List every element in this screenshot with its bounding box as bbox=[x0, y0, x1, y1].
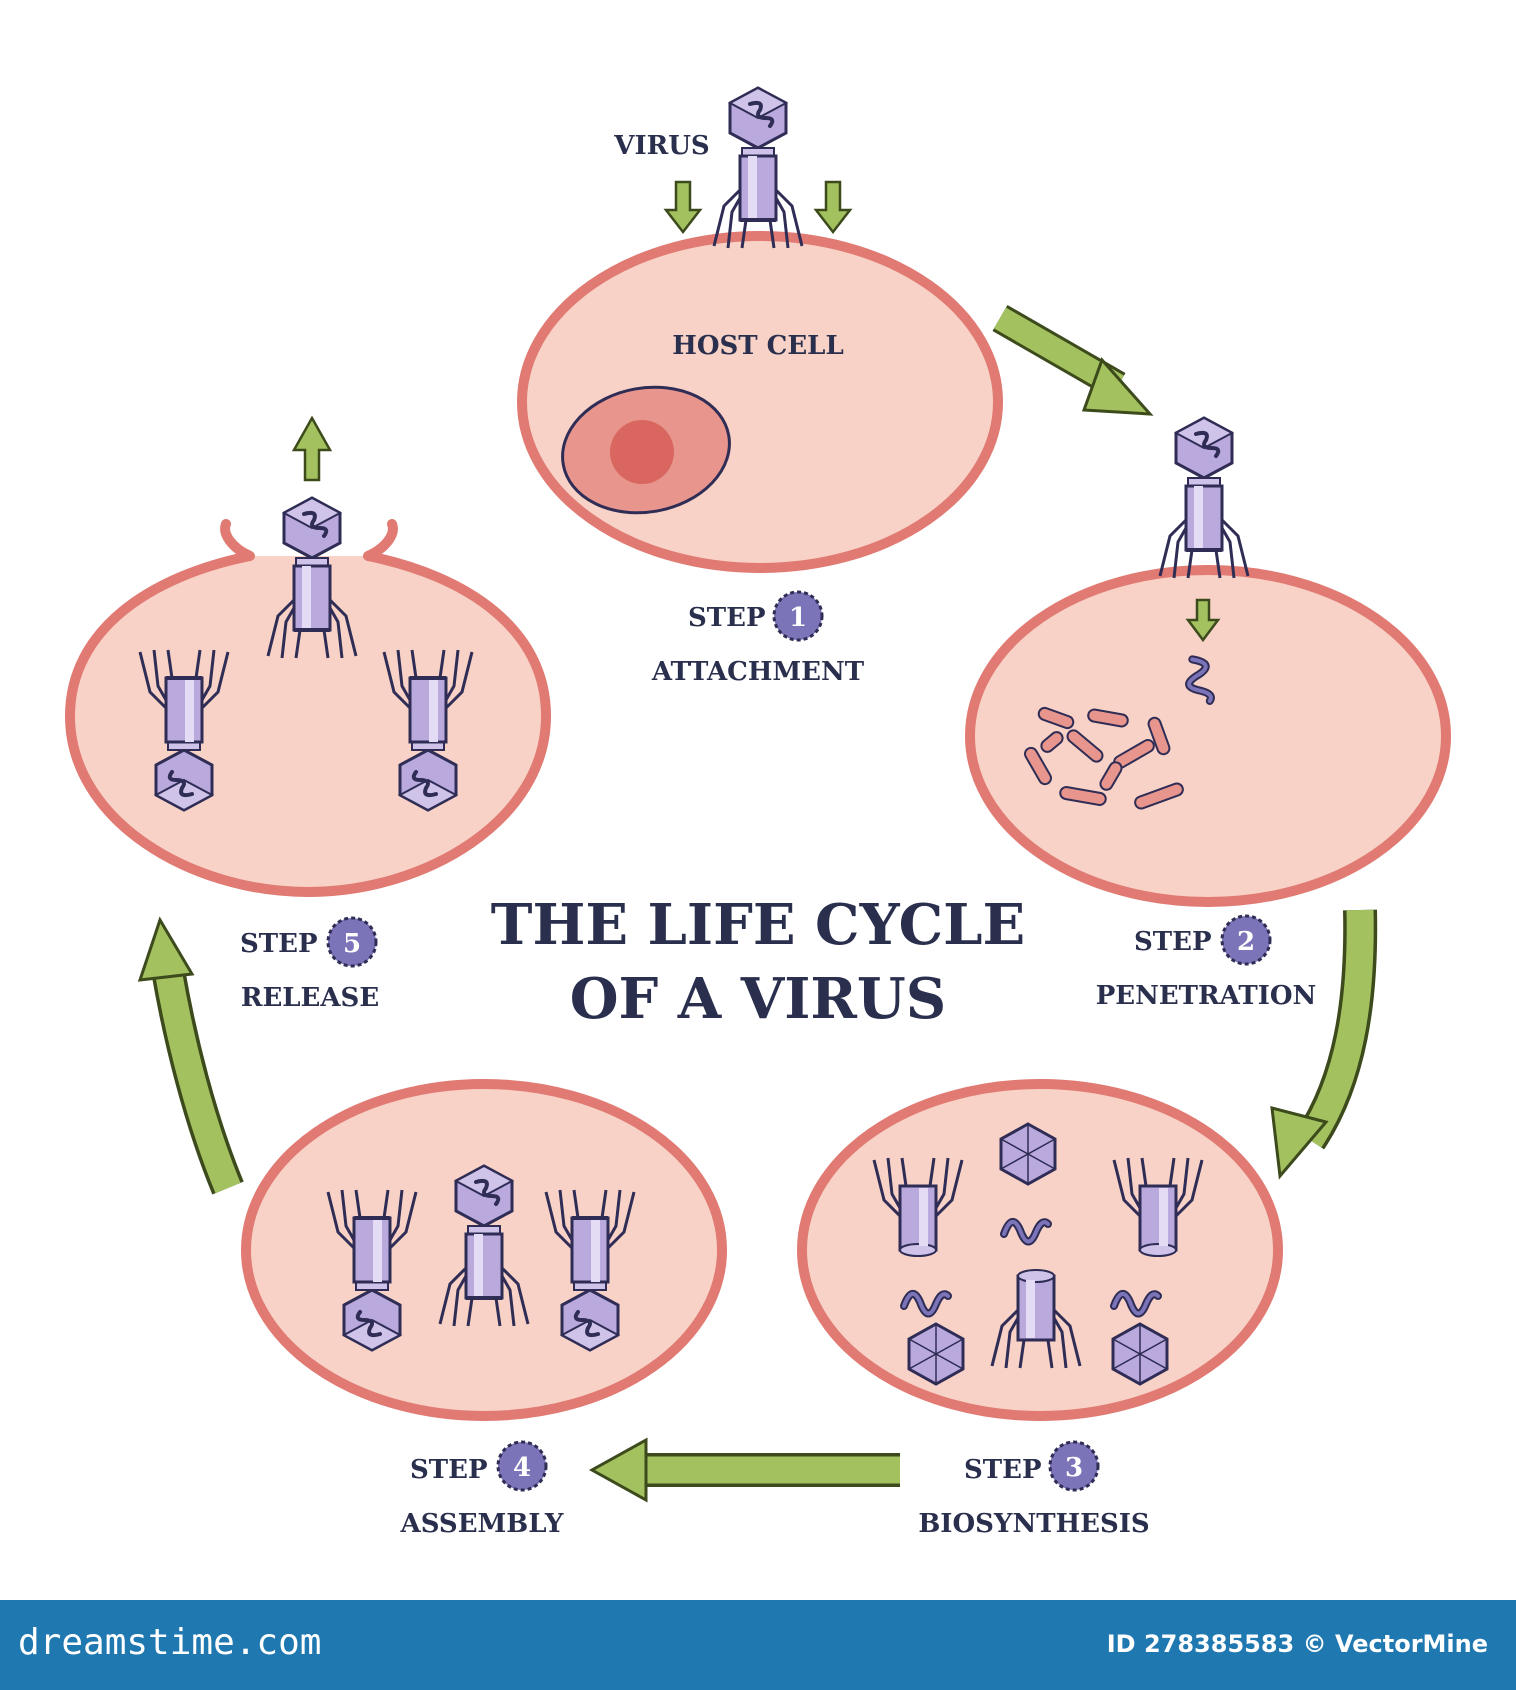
step-4-badge bbox=[496, 1440, 548, 1492]
step-3-badge bbox=[1048, 1440, 1100, 1492]
step-2-word: STEP bbox=[1134, 927, 1212, 957]
step-3-name: BIOSYNTHESIS bbox=[918, 1509, 1149, 1539]
down-arrow-right bbox=[813, 180, 853, 235]
step-2-name: PENETRATION bbox=[1096, 981, 1317, 1011]
step-5-badge bbox=[326, 916, 378, 968]
down-arrow-left bbox=[663, 180, 703, 235]
step-5-label: STEP 5 RELEASE bbox=[240, 916, 379, 1013]
cycle-arrow-1-to-2 bbox=[992, 305, 1154, 416]
step-3-word: STEP bbox=[964, 1455, 1042, 1485]
up-arrow-release bbox=[291, 415, 333, 482]
step-5-word: STEP bbox=[240, 929, 318, 959]
cycle-arrow-2-to-3 bbox=[1270, 909, 1378, 1180]
footer-image-id: ID 278385583 © VectorMine bbox=[1106, 1630, 1488, 1658]
diagram-title-line-1: THE LIFE CYCLE bbox=[491, 892, 1025, 958]
injection-arrow bbox=[1185, 598, 1221, 643]
step-1-number: 1 bbox=[789, 603, 807, 633]
step-5-name: RELEASE bbox=[241, 983, 379, 1013]
diagram-title-line-2: OF A VIRUS bbox=[570, 966, 946, 1032]
host-cell-step-1 bbox=[517, 231, 1003, 573]
host-cell-step-2 bbox=[965, 565, 1451, 907]
step-4-label: STEP 4 ASSEMBLY bbox=[400, 1440, 564, 1539]
step-4-number: 4 bbox=[513, 1453, 531, 1483]
step-1-badge bbox=[772, 590, 824, 642]
virus-penetrating bbox=[1158, 416, 1250, 580]
host-cell-label: HOST CELL bbox=[672, 331, 843, 361]
step-5-number: 5 bbox=[343, 929, 361, 959]
host-cell-step-3 bbox=[797, 1079, 1283, 1421]
virus-life-cycle-diagram: VIRUS HOST CELL THE LIFE CYCLE OF A VIRU… bbox=[64, 86, 1451, 1539]
cycle-arrow-3-to-4 bbox=[588, 1437, 900, 1503]
step-2-label: STEP 2 PENETRATION bbox=[1096, 914, 1317, 1011]
step-3-label: STEP 3 BIOSYNTHESIS bbox=[918, 1440, 1150, 1539]
step-1-name: ATTACHMENT bbox=[651, 657, 865, 687]
step-4-word: STEP bbox=[410, 1455, 488, 1485]
step-4-name: ASSEMBLY bbox=[400, 1509, 564, 1539]
step-2-badge bbox=[1220, 914, 1272, 966]
host-cell-step-5 bbox=[64, 519, 552, 898]
step-1-word: STEP bbox=[688, 603, 766, 633]
step-3-number: 3 bbox=[1065, 1453, 1083, 1483]
host-cell-step-4 bbox=[241, 1079, 727, 1421]
watermark-footer-bar: dreamstime.com ID 278385583 © VectorMine bbox=[0, 1600, 1516, 1690]
step-1-label: STEP 1 ATTACHMENT bbox=[651, 590, 865, 687]
step-2-number: 2 bbox=[1237, 927, 1255, 957]
footer-brand-text[interactable]: dreamstime.com bbox=[18, 1622, 322, 1663]
virus-attaching bbox=[712, 86, 804, 250]
virus-label: VIRUS bbox=[613, 131, 709, 161]
cycle-arrow-4-to-5 bbox=[137, 916, 244, 1195]
